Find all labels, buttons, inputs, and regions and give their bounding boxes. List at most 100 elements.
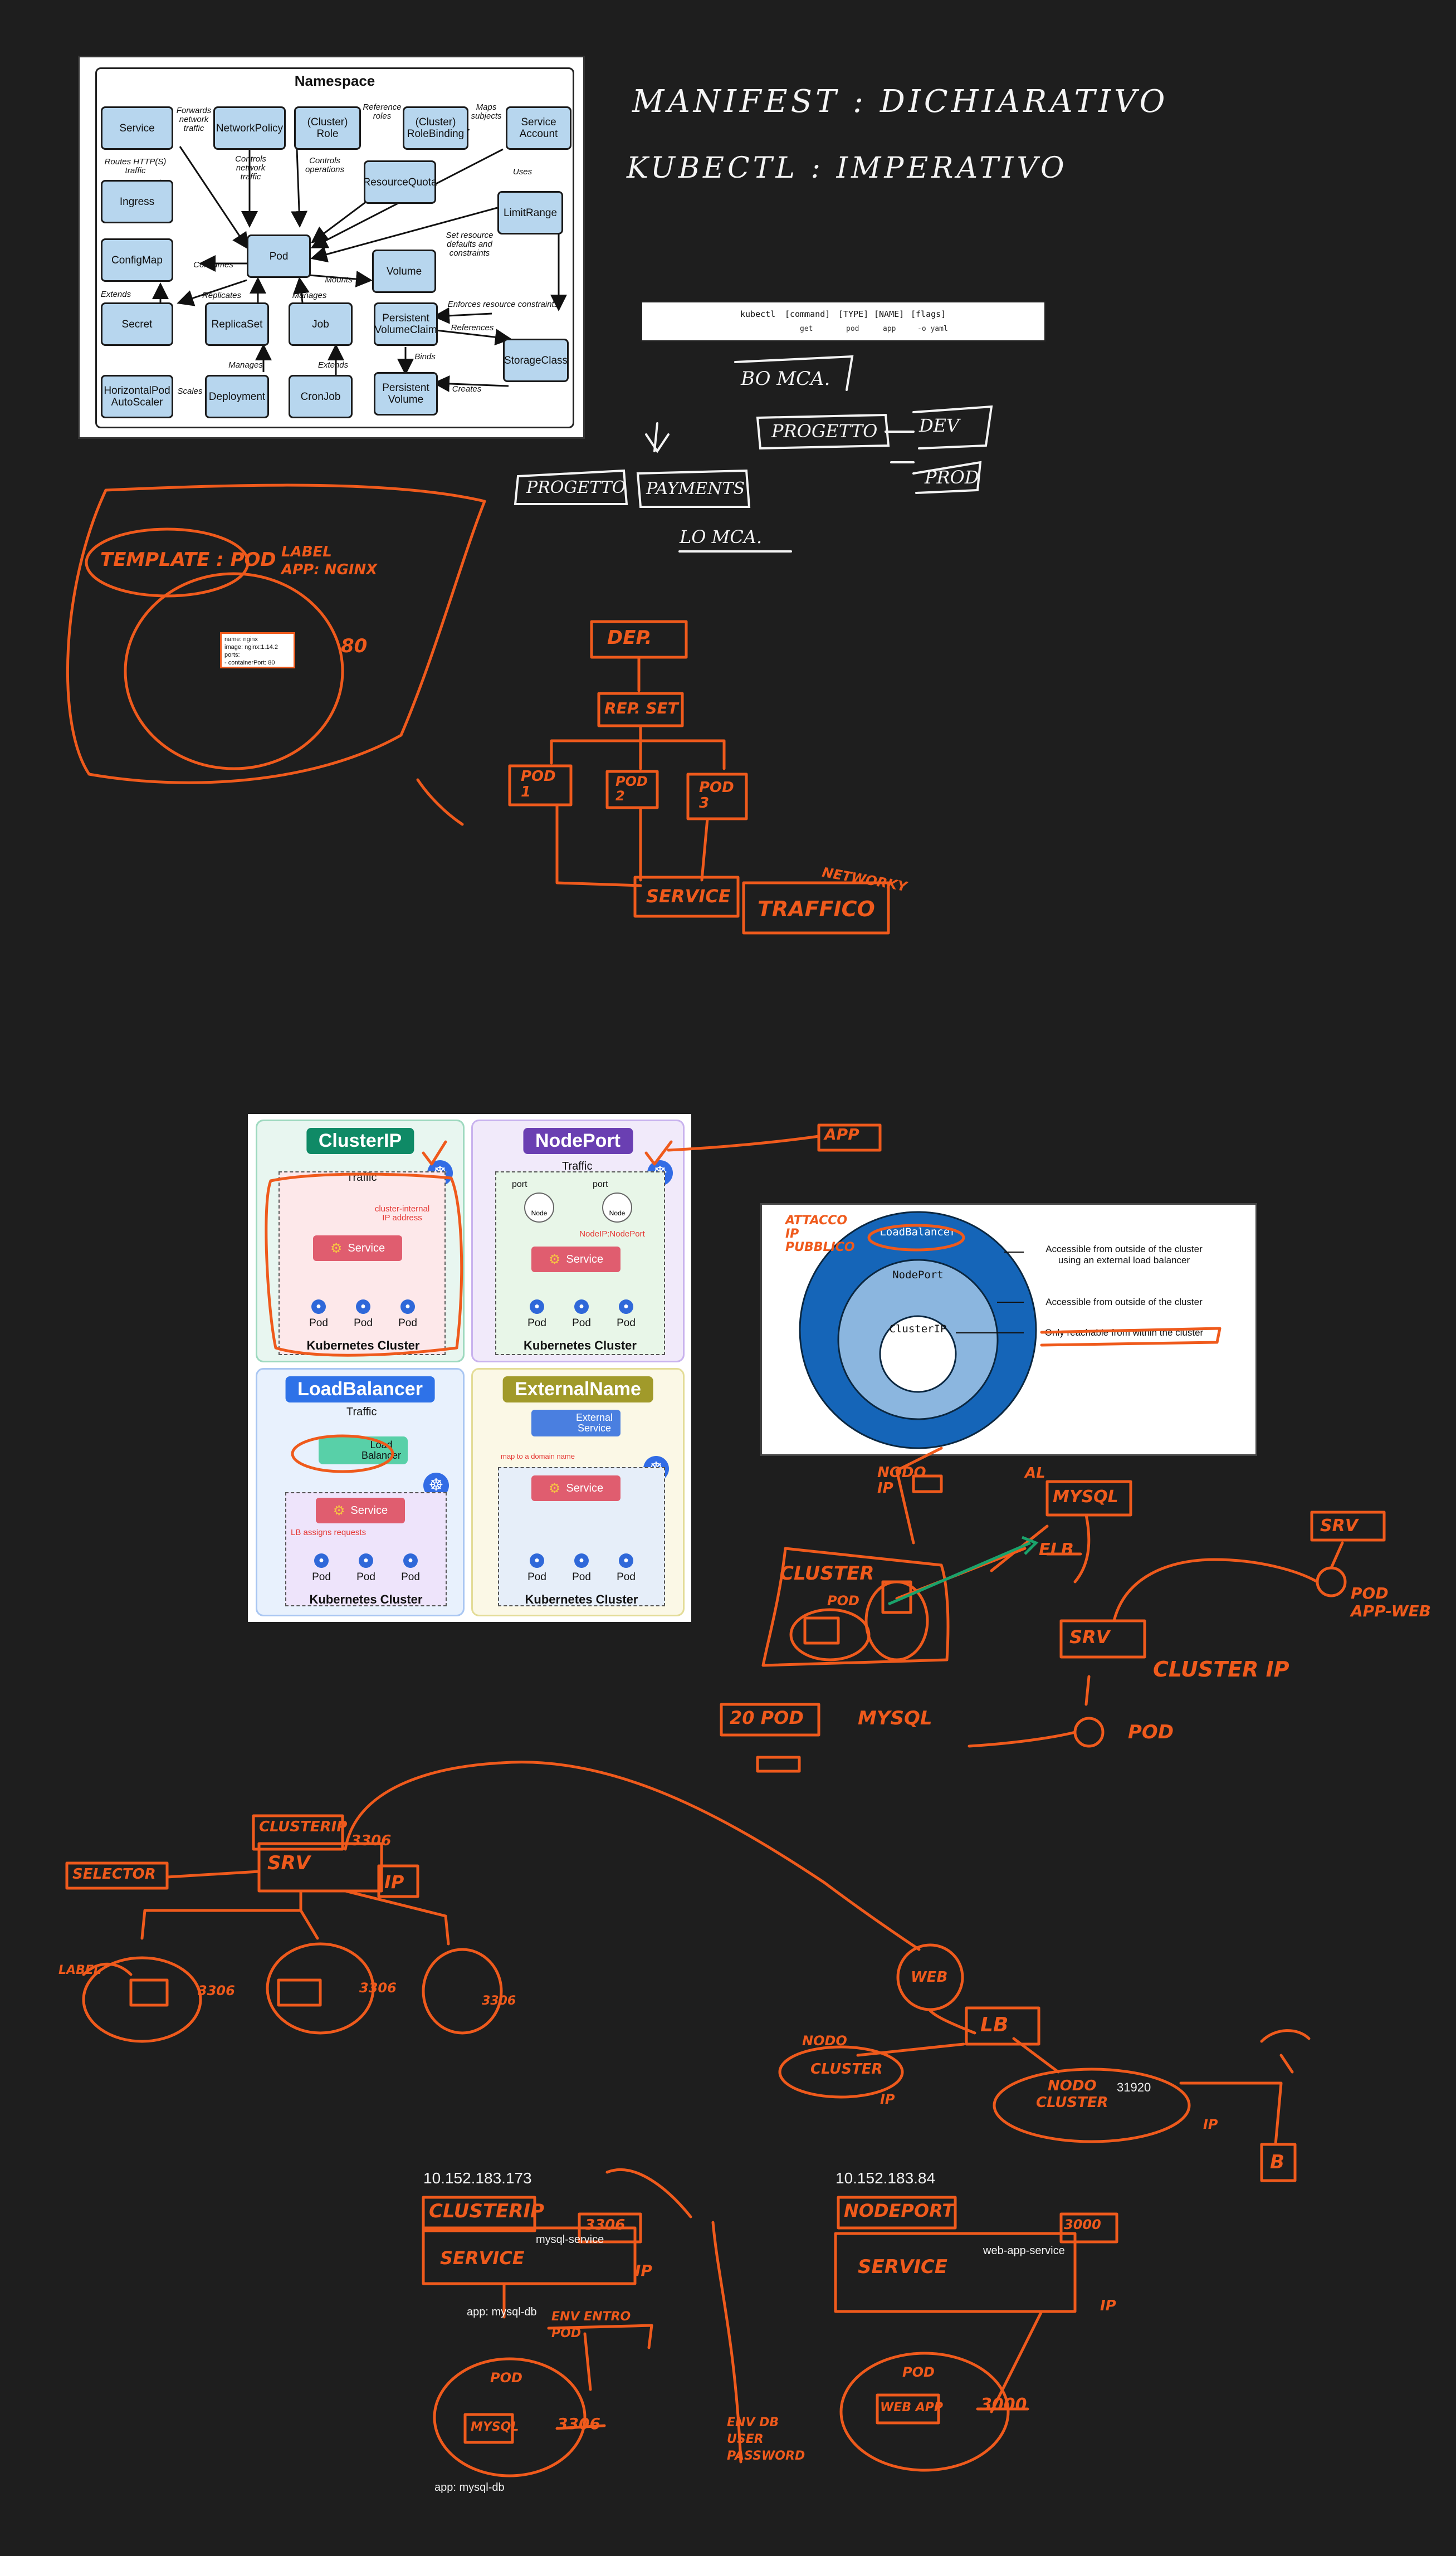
note-webapp: WEB APP: [880, 2401, 943, 2415]
ns-replicaset: ReplicaSet: [205, 302, 269, 346]
note-kubectl: KUBECTL : IMPERATIVO: [627, 151, 1068, 185]
nodeport-service-label: Service: [566, 1253, 604, 1265]
clusterip-traffic: Traffic: [346, 1171, 377, 1184]
note-pod-lower: POD: [1128, 1721, 1174, 1743]
pod-icon: ●: [619, 1553, 633, 1568]
externalname-cluster-label: Kubernetes Cluster: [525, 1592, 638, 1606]
note-ip5: IP: [1100, 2298, 1116, 2314]
gear-icon: ⚙: [330, 1240, 343, 1256]
node-2-label: Node: [609, 1209, 626, 1217]
note-80: 80: [341, 635, 368, 657]
lbl-maps-subjects: Maps subjects: [471, 102, 502, 121]
note-nodo-ip: NODO IP: [877, 1464, 926, 1497]
note-nodeport: NODEPORT: [844, 2200, 955, 2221]
ns-configmap: ConfigMap: [101, 238, 173, 282]
pod-spec-line-4: - containerPort: 80: [224, 659, 275, 666]
note-pod1: POD 1: [521, 768, 556, 800]
loadbalancer-pod-1-label: Pod: [312, 1571, 331, 1583]
quad-nodeport: NodePort ☸ Traffic port port Node Node N…: [471, 1120, 685, 1362]
ns-service-account: Service Account: [506, 106, 571, 150]
note-cluster: CLUSTER: [780, 1562, 874, 1585]
note-mysql: MYSQL: [1053, 1487, 1118, 1507]
ip-left: 10.152.183.173: [423, 2169, 532, 2187]
ns-cronjob: CronJob: [289, 375, 353, 418]
ns-secret: Secret: [101, 302, 173, 346]
note-lb: LB: [980, 2013, 1009, 2036]
ns-job: Job: [289, 302, 353, 346]
kc-get: get: [800, 325, 813, 333]
note-3000a: 3000: [1064, 2217, 1101, 2232]
lbl-manages2: Manages: [228, 360, 263, 370]
note-env-user-password: ENV DB USER PASSWORD: [727, 2416, 805, 2463]
layer-desc-np: Accessible from outside of the cluster: [1045, 1297, 1203, 1307]
kc-oyaml: -o yaml: [917, 325, 948, 333]
layer-nodeport: NodePort: [892, 1269, 944, 1281]
lbl-uses: Uses: [512, 167, 532, 177]
loadbalancer-traffic: Traffic: [346, 1406, 377, 1418]
lbl-consumes: Consumes: [193, 260, 233, 270]
note-template-pod: TEMPLATE : POD: [100, 549, 276, 571]
externalname-pod-2-label: Pod: [572, 1571, 591, 1583]
note-selector: SELECTOR: [72, 1866, 156, 1883]
nodeport-pod-3-label: Pod: [617, 1317, 636, 1329]
note-attacco-ip: ATTACCO IP PUBBLICO: [785, 1214, 855, 1254]
layer-loadbalancer: LoadBalancer: [880, 1226, 956, 1238]
quad-loadbalancer: LoadBalancer Traffic Load Balancer ☸ ⚙Se…: [256, 1368, 465, 1616]
pod-icon: ●: [400, 1299, 415, 1314]
node-2: Node: [602, 1193, 632, 1223]
pod-icon: ●: [574, 1299, 589, 1314]
mysql-service-label: mysql-service: [536, 2234, 604, 2246]
kc-flags: [flags]: [911, 309, 946, 319]
layer-clusterip: ClusterIP: [889, 1323, 947, 1335]
note-ip2: IP: [880, 2091, 895, 2107]
nodeport-title: NodePort: [523, 1128, 633, 1154]
loadbalancer-pod-1: ● Pod: [305, 1553, 338, 1584]
note-env-pod: ENV ENTRO POD: [551, 2310, 631, 2340]
pod-spec-line-1: name: nginx: [224, 636, 258, 643]
note-3306d: 3306: [482, 1994, 516, 2008]
pod-spec-box: name: nginx image: nginx:1.14.2 ports: -…: [220, 632, 295, 668]
nodeport-cluster-label: Kubernetes Cluster: [524, 1338, 637, 1352]
lbl-enforces: Enforces resource constraints: [447, 300, 559, 309]
nodeport-note: NodeIP:NodePort: [579, 1229, 645, 1239]
layer-desc-lb: Accessible from outside of the cluster u…: [1045, 1244, 1203, 1265]
nodeport-port-1: port: [512, 1180, 527, 1189]
note-pod-in-cluster: POD: [827, 1593, 859, 1609]
note-3000b: 3000: [980, 2395, 1027, 2415]
namespace-diagram: Namespace Ser: [78, 56, 585, 439]
nodeport-port-2: port: [593, 1180, 608, 1189]
note-prod: PROD: [925, 467, 979, 488]
pod-icon: ●: [574, 1553, 589, 1568]
node-1-label: Node: [531, 1209, 548, 1217]
lbl-reference-roles: Reference roles: [363, 102, 402, 121]
external-service-label: External Service: [575, 1412, 613, 1434]
port-31920: 31920: [1117, 2080, 1151, 2094]
ip-right: 10.152.183.84: [836, 2169, 936, 2187]
kubectl-syntax-box: kubectl [command] [TYPE] [NAME] [flags] …: [641, 301, 1046, 342]
app-mysql-db-selector: app: mysql-db: [467, 2306, 537, 2318]
ns-storageclass: StorageClass: [503, 339, 569, 382]
note-payments: PAYMENTS: [646, 479, 745, 499]
pod-spec-line-2: image: nginx:1.14.2: [224, 644, 279, 651]
note-label-app-nginx: LABEL APP: NGINX: [281, 544, 378, 578]
clusterip-pod-1-label: Pod: [309, 1317, 328, 1329]
lbl-references: References: [451, 323, 494, 333]
gear-icon: ⚙: [333, 1503, 345, 1518]
note-traffico: TRAFFICO: [758, 897, 875, 921]
externalname-pod-3: ●Pod: [609, 1553, 643, 1584]
service-types-image: ClusterIP ☸ Traffic cluster-internal IP …: [248, 1114, 691, 1622]
externalname-service-label: Service: [566, 1482, 604, 1494]
note-lo-mca: LO MCA.: [680, 526, 763, 548]
gear-icon: ⚙: [548, 1252, 561, 1267]
lbl-forwards: Forwards network traffic: [176, 106, 212, 133]
web-app-service-label: web-app-service: [983, 2245, 1065, 2257]
clusterip-pod-2-label: Pod: [354, 1317, 373, 1329]
externalname-pod-2: ● Pod: [565, 1553, 598, 1584]
externalname-service: ⚙Service: [531, 1475, 620, 1501]
note-al: AL: [1025, 1465, 1045, 1482]
pod-icon: ●: [314, 1553, 329, 1568]
note-pod-app-web: POD APP-WEB: [1351, 1584, 1431, 1620]
note-3306b: 3306: [198, 1983, 235, 1998]
nodeport-pod-2: ●Pod: [565, 1299, 598, 1330]
clusterip-note: cluster-internal IP address: [374, 1204, 430, 1223]
